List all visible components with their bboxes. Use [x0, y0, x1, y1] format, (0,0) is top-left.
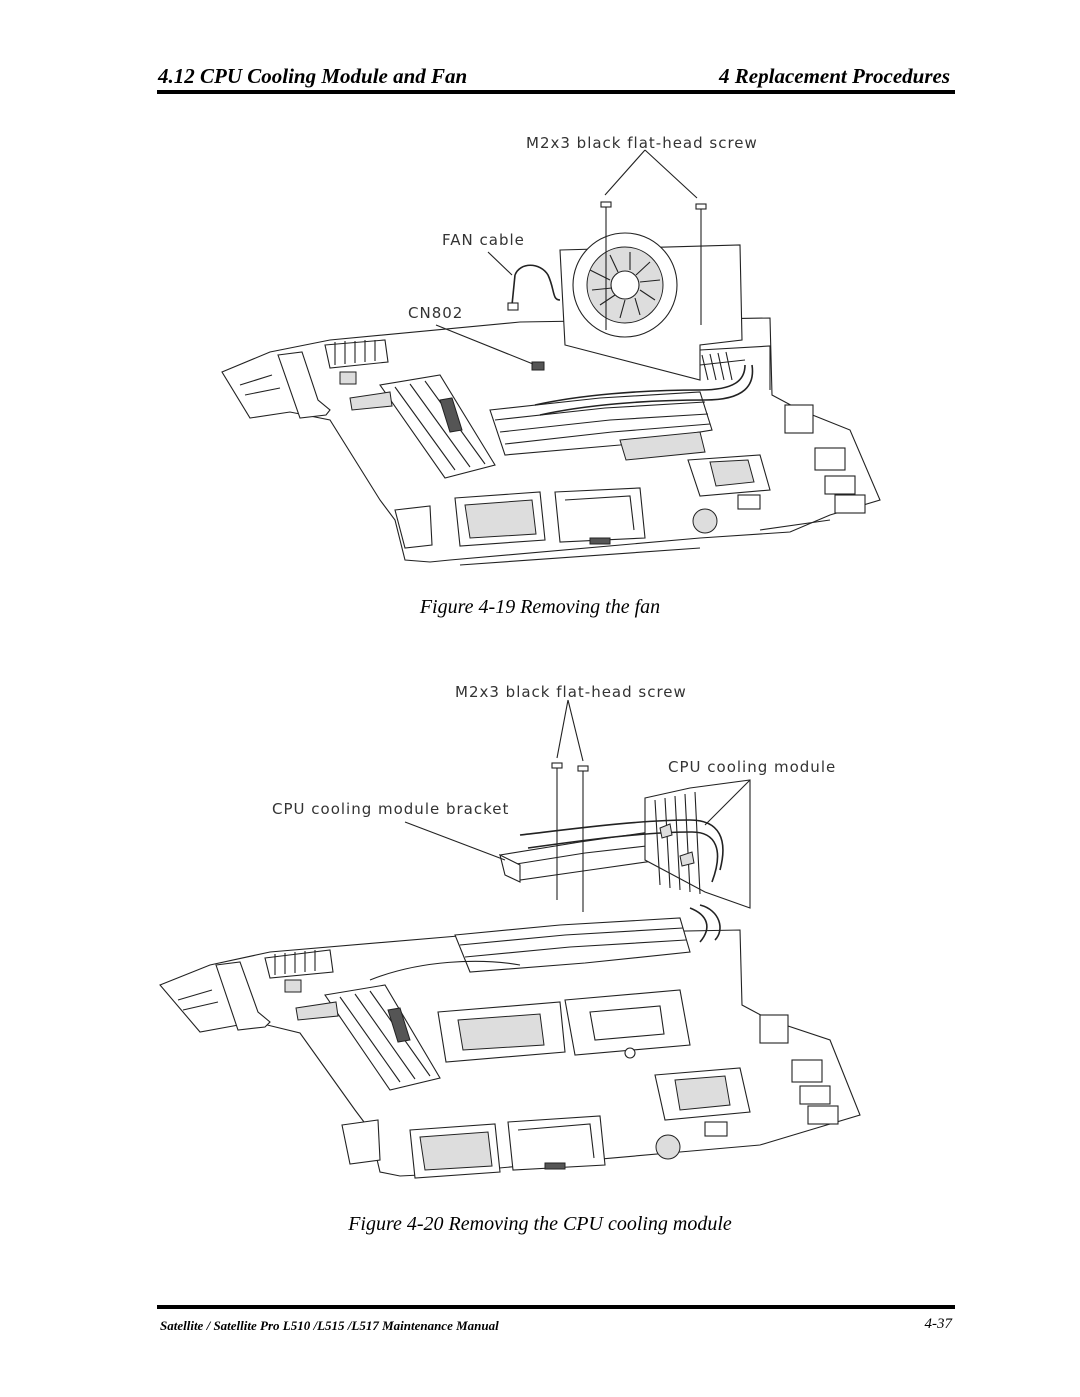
footer-rule — [157, 1305, 955, 1309]
screw-icon — [695, 203, 707, 325]
fan-cable-label: FAN cable — [442, 231, 525, 249]
screw-label-1: M2x3 black flat-head screw — [526, 134, 758, 152]
cooling-module-label: CPU cooling module — [668, 758, 836, 776]
figure-caption-1: Figure 4-19 Removing the fan — [419, 596, 661, 618]
figure-removing-cpu-cooling-module: M2x3 black flat-head screw CPU cooling m… — [159, 683, 861, 1179]
header-rule — [157, 90, 955, 94]
motherboard-illustration-1 — [221, 201, 881, 566]
figure-removing-fan: M2x3 black flat-head screw FAN cable CN8… — [221, 134, 881, 566]
page-number: 4-37 — [924, 1316, 953, 1332]
connector-label: CN802 — [408, 304, 463, 322]
screw-icon — [551, 762, 563, 900]
screw-icon — [600, 201, 612, 330]
cooling-module-bracket-label: CPU cooling module bracket — [272, 800, 509, 818]
screw-icon — [577, 765, 589, 912]
figure-caption-2: Figure 4-20 Removing the CPU cooling mod… — [348, 1213, 732, 1235]
manual-title: Satellite / Satellite Pro L510 /L515 /L5… — [160, 1318, 499, 1333]
chapter-title: 4 Replacement Procedures — [719, 64, 950, 88]
motherboard-illustration-2 — [159, 762, 861, 1179]
screw-label-2: M2x3 black flat-head screw — [455, 683, 687, 701]
section-title: 4.12 CPU Cooling Module and Fan — [158, 64, 468, 88]
